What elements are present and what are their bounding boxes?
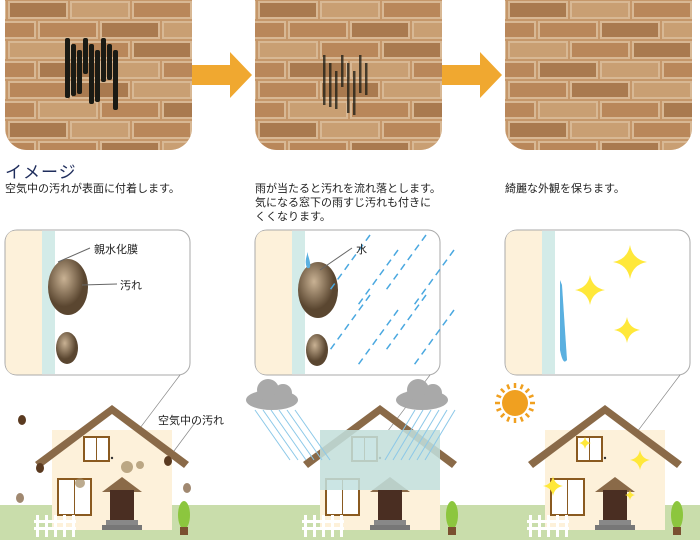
shrub	[446, 501, 458, 529]
house-3	[527, 405, 683, 537]
detail-panel-3	[504, 229, 691, 449]
airborne-dirt-particles	[16, 415, 191, 503]
sparkle-icon	[613, 245, 647, 279]
door	[110, 490, 134, 520]
wall-photo-dirty	[5, 0, 192, 150]
label-dirt: 汚れ	[120, 279, 142, 292]
shrub	[178, 501, 190, 529]
cloud-icon	[246, 379, 298, 410]
caption-step-1: 空気中の汚れが表面に付着します。	[5, 182, 180, 195]
sparkle-icon	[630, 450, 650, 470]
house-2-coating	[302, 405, 458, 537]
door	[378, 490, 402, 520]
sparkle-icon	[579, 437, 591, 449]
caption-step-3: 綺麗な外観を保ちます。	[505, 182, 625, 195]
caption-step-2: 雨が当たると汚れを流れ落とします。 気になる窓下の雨すじ汚れも付きに くくなりま…	[255, 182, 441, 223]
wall-photo-clean	[505, 0, 692, 150]
wall-photo-washing	[255, 0, 442, 150]
sparkle-icon	[614, 317, 640, 343]
detail-panel-1	[4, 229, 191, 449]
sparkle-icon	[543, 476, 563, 496]
detail-panel-2	[254, 229, 455, 449]
sparkle-icon	[625, 490, 635, 500]
shrub	[671, 501, 683, 529]
label-airborne-dirt: 空気中の汚れ	[158, 414, 224, 427]
sun-icon	[495, 383, 535, 423]
arrow-right-icon	[442, 52, 502, 98]
house-sparkles	[543, 437, 650, 500]
dirt-particle	[56, 332, 78, 364]
rain-icon	[254, 409, 456, 461]
house-1	[34, 405, 190, 537]
dirt-spots	[75, 461, 144, 488]
cloud-icon	[396, 379, 448, 410]
section-title: イメージ	[5, 163, 77, 183]
door	[603, 490, 627, 520]
sparkle-icon	[575, 275, 605, 305]
dirt-particle	[48, 259, 88, 315]
dirt-particle	[306, 334, 328, 366]
label-water: 水	[356, 243, 367, 256]
label-hydrophilic-film: 親水化膜	[94, 243, 138, 256]
dirt-particle	[298, 262, 338, 318]
arrow-right-icon	[192, 52, 252, 98]
